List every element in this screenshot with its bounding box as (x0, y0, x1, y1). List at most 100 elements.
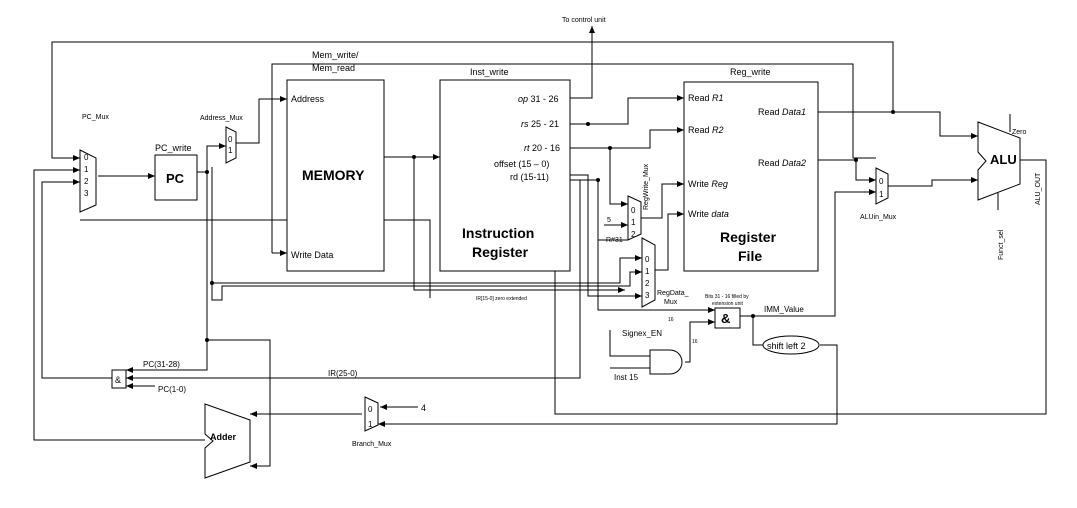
concat-symbol: & (115, 375, 121, 385)
wire-alu-top-loop (51, 41, 894, 161)
write-data-label: Write data (688, 209, 729, 219)
shift-left-label: shift left 2 (767, 341, 806, 351)
zero-extended-label: IR[15-0] zero extended (476, 296, 527, 302)
memory-block: Address Write Data MEMORY Mem_write/ Mem… (286, 50, 385, 272)
regdata-mux-label-2: Mux (664, 299, 678, 306)
ir-rd-field: rd (15-11) (510, 172, 549, 182)
wire-regdata-in1 (211, 167, 642, 301)
signex-en-label: Signex_EN (622, 329, 662, 338)
ir-title-line2: Register (472, 244, 529, 260)
pc-mux: 0 1 2 3 PC_Mux (79, 114, 109, 213)
address-mux-in-0: 0 (228, 135, 233, 144)
alu: ALU Zero ALU_OUT Funct_sel (977, 114, 1042, 260)
wire-rs-to-r1 (570, 95, 684, 125)
junctions (205, 110, 895, 342)
wire-signex (609, 330, 650, 357)
reg-write-label: Reg_write (730, 67, 771, 77)
address-mux-label: Address_Mux (200, 115, 243, 122)
wire-ir25-0 (126, 179, 581, 381)
aluin-mux-in-0: 0 (879, 177, 884, 186)
wire-offset-to-ext (597, 240, 715, 313)
wire-to-control-unit (570, 26, 595, 99)
pc-mux-in-3: 3 (84, 189, 89, 198)
memory-title: MEMORY (302, 167, 365, 183)
branch-mux-in-1: 1 (368, 420, 373, 429)
register-file: Reg_write Read R1 Read R2 Write Reg Writ… (683, 67, 819, 272)
wire-regdata-to-writedata (655, 211, 684, 271)
pc-mux-in-1: 1 (84, 165, 89, 174)
wire-concat-to-pcmux (41, 179, 112, 379)
regdata-mux-label-1: RegData_ (657, 290, 689, 297)
wire-alu-out (554, 124, 1047, 415)
pc-mux-in-2: 2 (84, 177, 89, 186)
to-control-unit-label: To control unit (562, 17, 606, 24)
read-r2-label: Read R2 (688, 125, 724, 135)
sixteen-label-a: 16 (668, 317, 674, 323)
pc31-28-label: PC(31-28) (143, 360, 180, 369)
aluin-mux: 0 1 ALUin_Mux (860, 167, 897, 221)
read-r1-label: Read R1 (688, 93, 724, 103)
funct-sel-label: Funct_sel (998, 229, 1005, 260)
adder-label: Adder (210, 432, 237, 442)
write-reg-label: Write Reg (688, 179, 728, 189)
imm-value-label: IMM_Value (764, 305, 804, 314)
branch-mux-label: Branch_Mux (352, 441, 392, 448)
wire-regdata-in3 (570, 174, 642, 299)
alu-label: ALU (990, 152, 1017, 167)
wire-and-to-ext (685, 319, 715, 363)
regwrite-mux-in-2: 2 (631, 230, 636, 239)
instruction-register: Inst_write op 31 - 26 rs 25 - 21 rt 20 -… (439, 67, 571, 272)
branch-mux-in-0: 0 (368, 405, 373, 414)
ir-rt-field: rt 20 - 16 (524, 143, 560, 153)
wire-data1-to-alu (818, 111, 978, 139)
alu-zero-label: Zero (1012, 129, 1027, 136)
address-mux: 0 1 Address_Mux (200, 115, 243, 164)
regwrite-mux: 0 1 2 RegWrite_Mux 5 R#31 (606, 163, 650, 244)
wire-aluin-to-alu (888, 177, 978, 187)
wire-imm-value (740, 189, 876, 317)
wire-control-frame (271, 63, 876, 253)
extension-unit: & Bits 31 - 16 filled by extension unit … (705, 294, 804, 329)
wire-pc31-28 (126, 340, 208, 373)
regwrite-mux-in-0: 0 (631, 206, 636, 215)
regdata-mux-in-0: 0 (645, 255, 650, 264)
bits-note-line1: Bits 31 - 16 filled by (705, 294, 749, 300)
register-file-title-1: Register (720, 229, 777, 245)
wires (33, 26, 1047, 469)
memory-write-data-label: Write Data (291, 250, 333, 260)
wire-regdata-in0 (212, 255, 642, 284)
wire-to-shift (752, 316, 763, 346)
bits-note-line2: extension unit (712, 301, 743, 307)
shift-left-2: shift left 2 (762, 335, 820, 355)
wire-regwrite-to-writereg (641, 181, 684, 219)
ir-op-field: op 31 - 26 (518, 94, 559, 104)
wire-addrmux-to-memory (236, 96, 287, 144)
extension-unit-symbol: & (721, 311, 730, 326)
regdata-mux-in-2: 2 (645, 279, 650, 288)
ir-rs-field: rs 25 - 21 (521, 119, 559, 129)
signex-and-gate: Signex_EN Inst 15 (614, 329, 683, 382)
sixteen-label-b: 16 (692, 339, 698, 345)
regwrite-mux-in-1: 1 (631, 218, 636, 227)
mem-read-label: Mem_read (312, 63, 355, 73)
address-mux-in-1: 1 (228, 146, 233, 155)
pc-mux-in-0: 0 (84, 153, 89, 162)
pc-register: PC PC_write (154, 143, 198, 201)
regdata-mux-in-3: 3 (645, 291, 650, 300)
ir25-0-label: IR(25-0) (328, 369, 358, 378)
concat-unit: & PC(31-28) PC(1-0) IR(25-0) (111, 360, 358, 394)
regwrite-mux-label: RegWrite_Mux (643, 163, 650, 210)
wire-pcmux-in3 (80, 219, 431, 298)
aluin-mux-label: ALUin_Mux (860, 214, 897, 221)
regdata-mux-in-1: 1 (645, 267, 650, 276)
inst15-label: Inst 15 (614, 373, 639, 382)
read-data1-label: Read Data1 (758, 107, 806, 117)
wire-adder-out (33, 167, 205, 441)
mem-write-label: Mem_write/ (312, 50, 359, 60)
const-4-label: 4 (421, 403, 426, 413)
wire-pc-to-addrmux (197, 143, 226, 173)
pc1-0-label: PC(1-0) (158, 385, 186, 394)
pc-write-label: PC_write (155, 143, 192, 153)
